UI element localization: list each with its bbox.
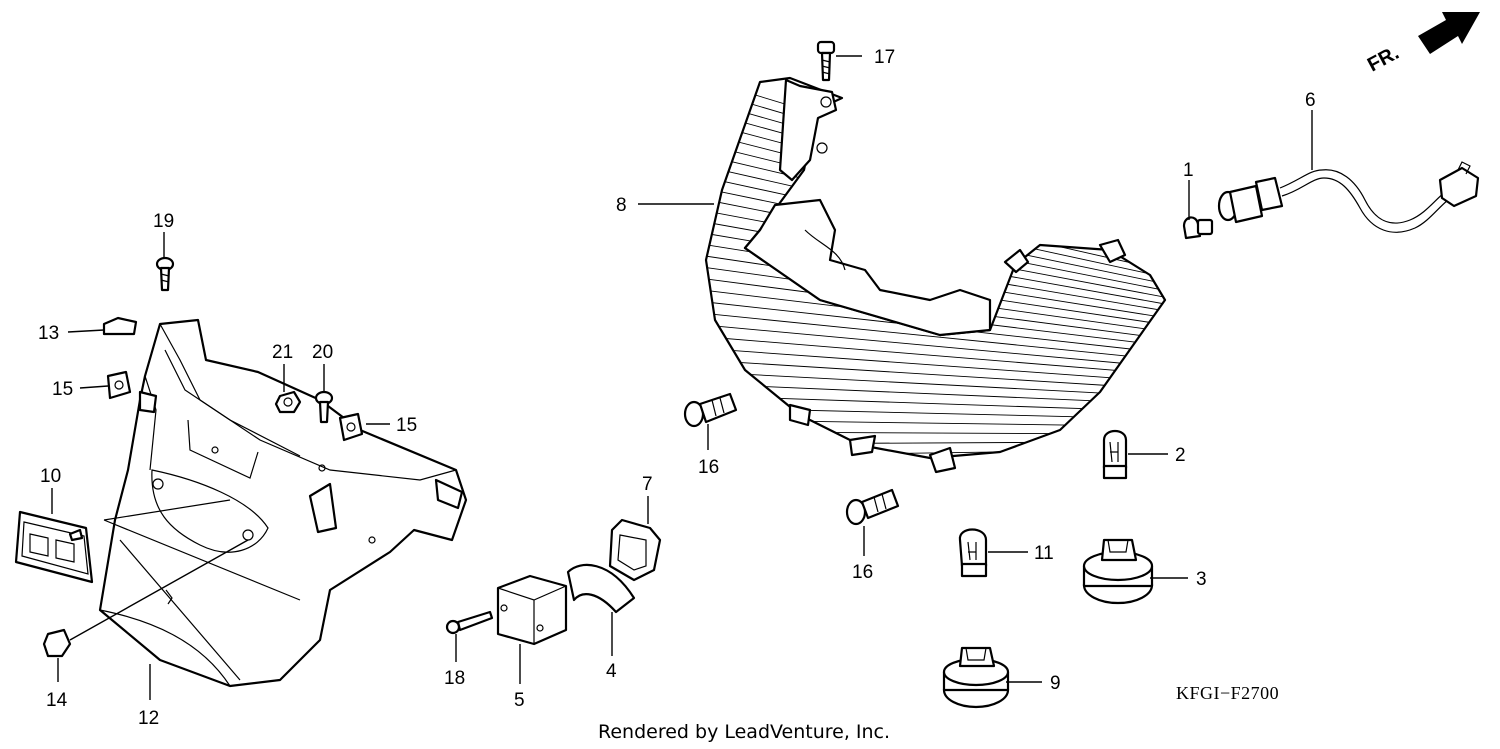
callout-12: 12 [138,708,159,729]
lens-rib [706,359,1165,396]
bulb-2 [1102,429,1128,480]
fastener-16b [845,488,900,526]
callout-18: 18 [444,668,465,689]
front-direction-label: FR. [1364,42,1403,77]
lens-rib [707,395,1165,416]
callout-2: 2 [1175,445,1186,466]
render-credit: Rendered by LeadVenture, Inc. [598,721,890,743]
gasket-7 [608,518,662,582]
callout-labels: 17 6 1 8 2 3 11 9 16 16 7 4 5 18 19 13 1… [38,47,1316,729]
callout-15-right: 15 [396,415,417,436]
reflector-10 [14,510,94,584]
nut-clip-15a [106,370,132,400]
callout-4: 4 [606,661,617,682]
callout-20: 20 [312,342,333,363]
callout-3: 3 [1196,569,1207,590]
lens-rib [706,383,1165,409]
cover-5 [496,574,568,646]
callout-1: 1 [1183,160,1194,181]
leader-lines [51,55,1313,700]
screw-17 [816,40,836,82]
screw-19 [155,256,175,292]
callout-17: 17 [874,47,895,68]
callout-16-right: 16 [852,562,873,583]
callout-13: 13 [38,323,59,344]
rivet-14 [42,628,72,658]
nut-clip-15b [338,412,364,442]
callout-9: 9 [1050,673,1061,694]
lens-rib [706,371,1165,403]
seal-4 [566,563,636,614]
callout-19: 19 [153,211,174,232]
callout-16-left: 16 [698,457,719,478]
rear-fender [98,318,468,688]
callout-15-left: 15 [52,379,73,400]
nut-21 [274,390,302,414]
callout-5: 5 [514,690,525,711]
screw-20 [314,390,334,424]
small-bulb-1 [1182,216,1214,240]
callout-11: 11 [1034,543,1054,564]
callout-14: 14 [46,690,68,711]
screw-18 [445,610,494,635]
bulb-11 [958,528,988,578]
callout-8: 8 [616,195,627,216]
callout-7: 7 [642,474,653,495]
callout-6: 6 [1305,90,1316,111]
fastener-16a [683,392,738,428]
clip-13 [102,316,138,336]
diagram-code: KFGI−F2700 [1176,683,1279,703]
callout-10: 10 [40,466,61,487]
callout-21: 21 [272,342,293,363]
bulb-socket-harness [1217,161,1480,233]
bulb-socket-9 [942,646,1010,709]
front-direction-arrow [1418,12,1480,54]
bulb-socket-3 [1082,538,1154,605]
